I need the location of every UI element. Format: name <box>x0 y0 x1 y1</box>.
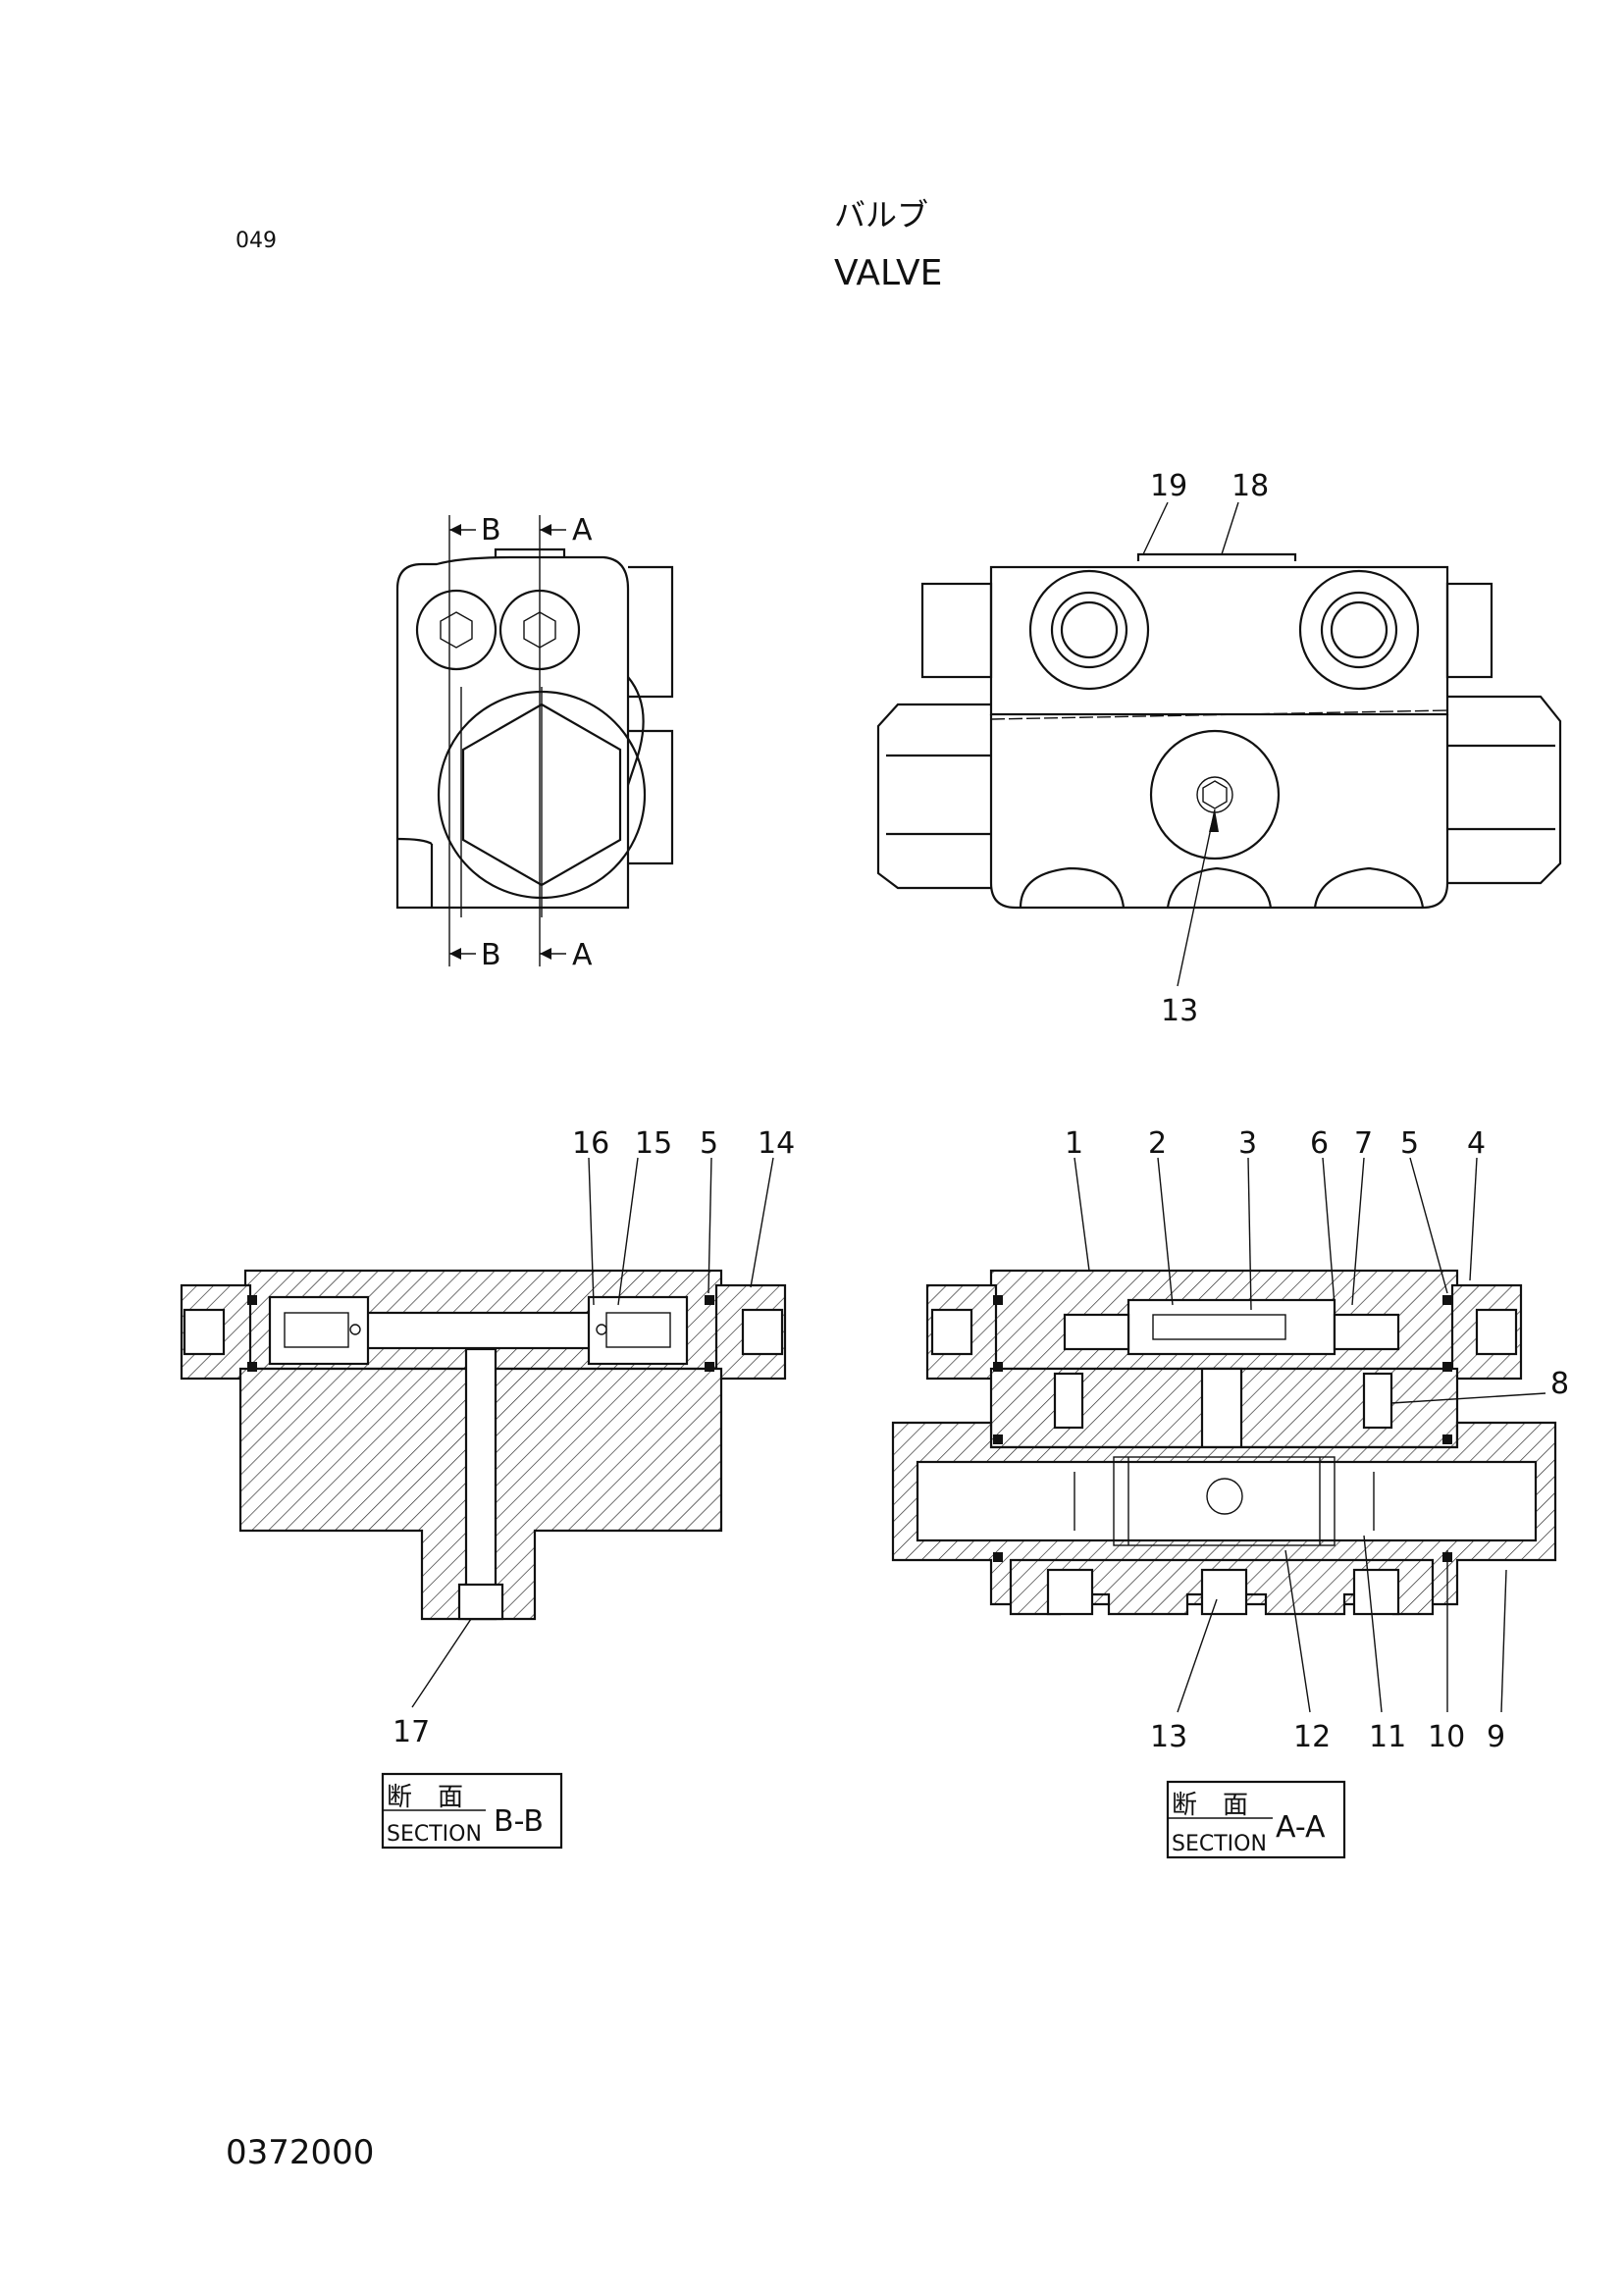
label-11: 11 <box>1369 1720 1406 1754</box>
label-5-bb: 5 <box>700 1126 718 1161</box>
section-bb-name: B-B <box>494 1804 544 1839</box>
label-2: 2 <box>1148 1126 1167 1161</box>
label-10: 10 <box>1428 1720 1465 1754</box>
label-18: 18 <box>1231 469 1269 503</box>
section-aa-jp: 断 面 <box>1172 1791 1248 1820</box>
section-title-aa: 断 面 SECTION A-A <box>1166 1780 1346 1859</box>
label-5-aa: 5 <box>1400 1126 1419 1161</box>
section-bb-en: SECTION <box>387 1822 482 1847</box>
label-17: 17 <box>393 1715 430 1749</box>
section-bb-view <box>180 1157 787 1708</box>
section-bb-jp: 断 面 <box>387 1783 463 1812</box>
section-marker-b-bottom: B <box>481 938 501 972</box>
section-marker-a-bottom: A <box>572 938 593 972</box>
side-view <box>395 547 674 917</box>
section-marker-a-top: A <box>572 513 593 547</box>
label-3: 3 <box>1238 1126 1257 1161</box>
label-13-front: 13 <box>1161 994 1198 1028</box>
label-9: 9 <box>1487 1720 1505 1754</box>
label-12: 12 <box>1293 1720 1331 1754</box>
section-marker-b-top: B <box>481 513 501 547</box>
label-13-aa: 13 <box>1150 1720 1187 1754</box>
title-en: VALVE <box>834 253 942 293</box>
label-15: 15 <box>635 1126 672 1161</box>
label-4: 4 <box>1467 1126 1486 1161</box>
section-aa-view <box>891 1157 1557 1713</box>
section-aa-en: SECTION <box>1172 1832 1267 1856</box>
section-cut-lines <box>448 515 566 966</box>
label-16: 16 <box>572 1126 609 1161</box>
label-6: 6 <box>1310 1126 1329 1161</box>
section-title-bb: 断 面 SECTION B-B <box>381 1772 563 1850</box>
front-view <box>876 501 1562 987</box>
label-1: 1 <box>1065 1126 1083 1161</box>
drawing-number: 0372000 <box>226 2133 374 2172</box>
label-8: 8 <box>1550 1367 1569 1401</box>
page-code: 049 <box>236 229 277 253</box>
section-aa-name: A-A <box>1276 1810 1326 1845</box>
label-7: 7 <box>1354 1126 1373 1161</box>
title-jp: バルブ <box>834 196 928 234</box>
label-19: 19 <box>1150 469 1187 503</box>
label-14: 14 <box>758 1126 795 1161</box>
